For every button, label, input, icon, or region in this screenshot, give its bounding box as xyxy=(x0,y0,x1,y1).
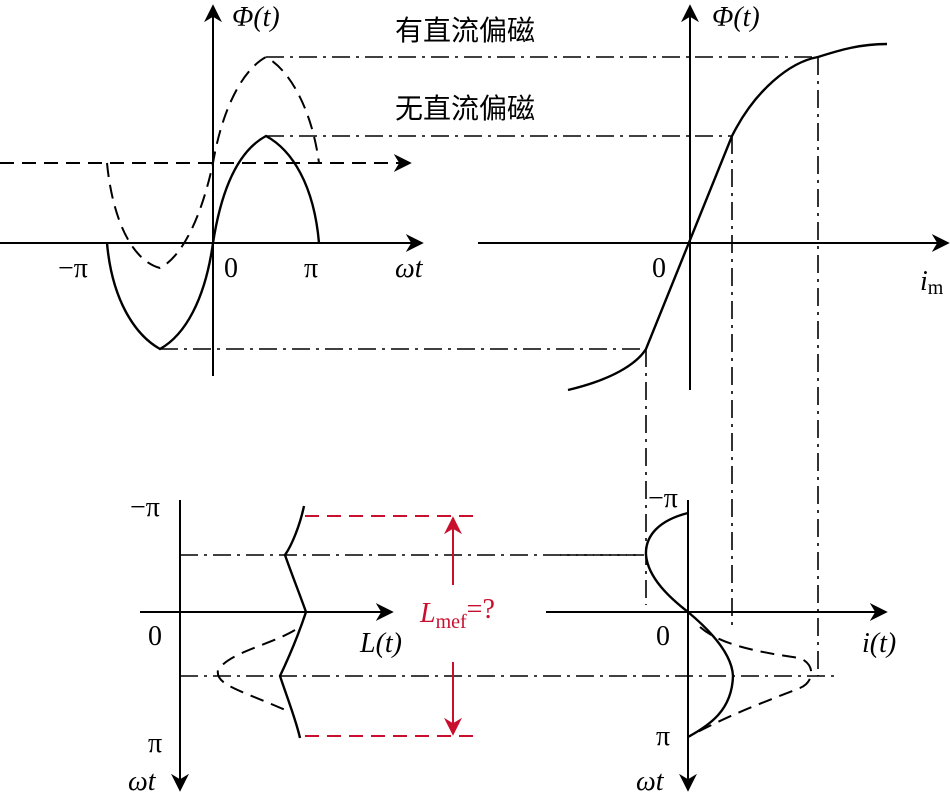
flux-x-axis-label: ωt xyxy=(395,253,424,284)
flux-curve-no-bias xyxy=(105,134,321,351)
ind-y-axis-label: ωt xyxy=(128,766,157,796)
flux-curve-with-bias xyxy=(106,55,320,270)
legend-with-dc-bias: 有直流偏磁 xyxy=(395,14,535,47)
cur-tick-zero: 0 xyxy=(656,621,670,652)
ind-tick-neg-pi: −π xyxy=(130,492,160,523)
flux-tick-pi: π xyxy=(304,253,318,284)
inductance-curve-with-bias xyxy=(216,629,296,713)
legend-without-dc-bias: 无直流偏磁 xyxy=(395,92,535,125)
flux-y-axis-label: Φ(t) xyxy=(232,2,280,33)
cur-y-axis-label: ωt xyxy=(636,766,665,796)
flux-tick-zero: 0 xyxy=(224,253,238,284)
mag-y-axis-label: Φ(t) xyxy=(712,2,760,33)
cur-tick-neg-pi: −π xyxy=(648,483,678,514)
lmef-annotation: Lmef=? xyxy=(419,594,495,633)
ind-tick-zero: 0 xyxy=(148,621,162,652)
current-waveform-panel: −π 0 π ωt i(t) xyxy=(546,483,896,796)
current-curve-with-bias xyxy=(689,626,813,737)
flux-tick-neg-pi: −π xyxy=(58,253,88,284)
mag-origin-label: 0 xyxy=(652,253,666,284)
magnetization-curve xyxy=(567,42,888,392)
inductance-curve-no-bias xyxy=(278,505,308,739)
inductance-waveform-panel: Lmef=? −π 0 π ωt L(t) xyxy=(128,492,840,796)
mag-x-axis-label: im xyxy=(920,266,944,299)
flux-waveform-panel: Φ(t) ωt −π 0 π 有直流偏磁 无直流偏磁 xyxy=(0,2,818,376)
ind-x-axis-label: L(t) xyxy=(359,628,402,659)
current-curve-no-bias xyxy=(644,511,735,739)
cur-x-axis-label: i(t) xyxy=(862,628,896,659)
cur-tick-pi: π xyxy=(656,721,670,752)
magnetization-curve-panel: Φ(t) 0 im xyxy=(478,2,950,676)
ind-tick-pi: π xyxy=(148,728,162,759)
